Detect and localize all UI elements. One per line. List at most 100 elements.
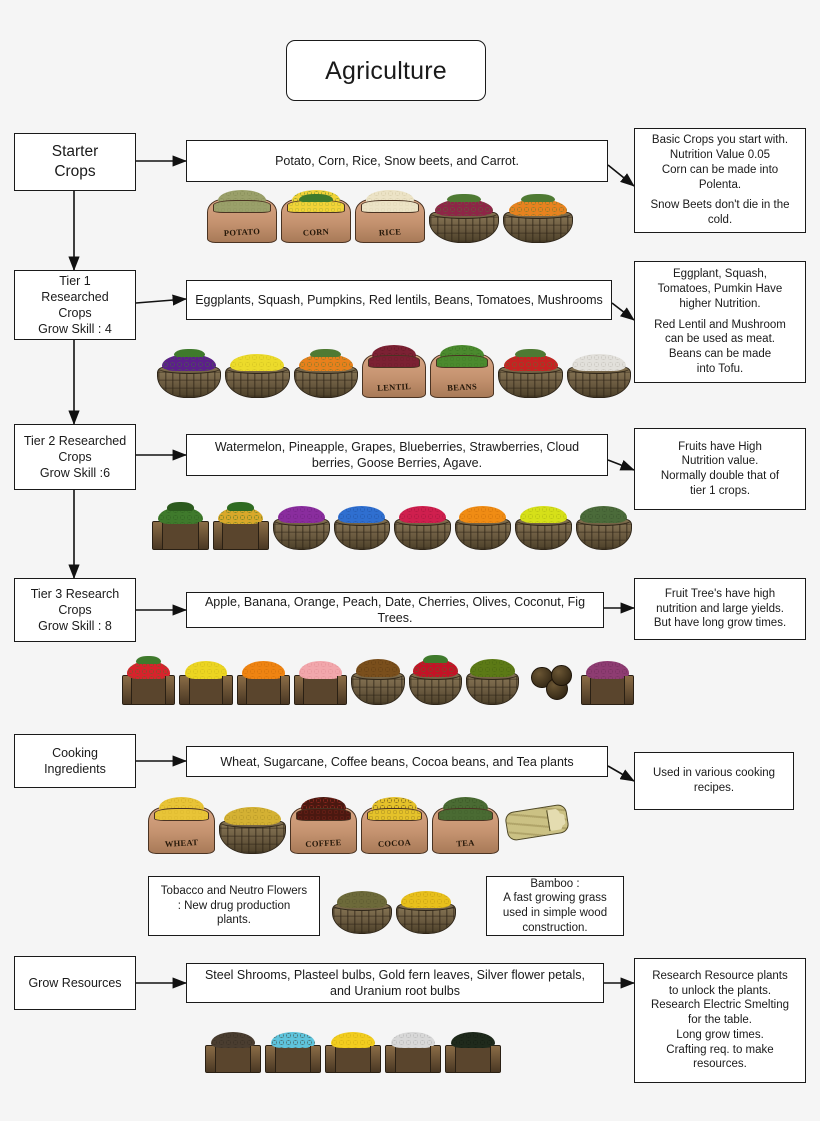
sprite-row-resources: [203, 1017, 503, 1073]
sack-mouth: [436, 354, 489, 368]
crop-sprite: [394, 492, 451, 550]
crop-sprite: [332, 878, 392, 934]
wire-cooking-note: [607, 765, 635, 782]
crate-slat: [370, 1046, 380, 1072]
stage-label-resources: Grow Resources: [28, 976, 122, 990]
crop-sprite: COFFEE: [290, 792, 357, 854]
bamboo-bundle-icon: [503, 803, 570, 843]
crop-sprite: COCOA: [361, 792, 428, 854]
basket-container-icon: [429, 211, 499, 243]
crate-container-icon: [385, 1045, 441, 1073]
sack-label: COCOA: [377, 836, 412, 849]
wire-tier1-note: [611, 302, 635, 321]
stage-box-resources[interactable]: Grow Resources: [14, 956, 136, 1010]
leaf-tuft-icon: [227, 502, 255, 511]
crop-sprite: LENTIL: [361, 340, 427, 398]
page-title-text: Agriculture: [325, 56, 447, 85]
produce-pile: [390, 1031, 436, 1049]
basket-container-icon: [351, 672, 405, 705]
crop-sprite: [503, 185, 573, 243]
note-paragraph: Basic Crops you start with.Nutrition Val…: [651, 134, 789, 191]
crate-container-icon: [179, 675, 233, 705]
basket-container-icon: [396, 903, 456, 934]
crop-sprite: [498, 340, 563, 398]
wire-tier2-note: [607, 459, 635, 471]
sack-mouth: [367, 354, 421, 368]
produce-pile: [508, 198, 568, 217]
note-text-tobacco: Tobacco and Neutro Flowers: New drug pro…: [160, 884, 308, 927]
sack-label: BEANS: [447, 381, 478, 393]
crop-sprite: [225, 340, 290, 398]
basket-container-icon: [465, 672, 520, 705]
sack-label: RICE: [378, 226, 402, 238]
crop-sprite: [515, 492, 572, 550]
crop-sprite: [212, 492, 269, 550]
crate-slat: [258, 522, 268, 549]
produce-pile: [224, 806, 281, 826]
note-box-tobacco: Tobacco and Neutro Flowers: New drug pro…: [148, 876, 320, 936]
crop-sprite: [408, 645, 462, 705]
crop-sprite: [273, 492, 330, 550]
basket-container-icon: [498, 366, 563, 398]
basket-container-icon: [566, 366, 631, 398]
crate-container-icon: [580, 675, 634, 705]
crop-list-tier3: Apple, Banana, Orange, Peach, Date, Cher…: [186, 592, 604, 628]
crop-sprite: [445, 1017, 501, 1073]
produce-pile: [470, 659, 516, 678]
produce-pile: [298, 353, 353, 372]
produce-pile: [127, 660, 170, 679]
produce-pile: [277, 505, 325, 524]
sack-label: TEA: [456, 837, 475, 849]
crop-sprite: [219, 792, 286, 854]
basket-container-icon: [293, 366, 358, 398]
crop-sprite: [351, 645, 405, 705]
crop-sprite: [523, 645, 576, 705]
crop-sprite: [333, 492, 390, 550]
produce-pile: [241, 660, 285, 679]
crop-sprite: [152, 492, 209, 550]
sack-container-icon: CORN: [281, 198, 351, 243]
coconut-icon: [550, 665, 572, 687]
sack-container-icon: RICE: [355, 198, 425, 243]
sack-container-icon: COFFEE: [290, 806, 357, 854]
produce-pile: [450, 1031, 496, 1049]
crate-container-icon: [265, 1045, 321, 1073]
produce-pile: [580, 505, 628, 524]
crop-sprite: [385, 1017, 441, 1073]
crop-list-tier1: Eggplants, Squash, Pumpkins, Red lentils…: [186, 280, 612, 320]
produce-pile: [157, 507, 203, 525]
sack-label: LENTIL: [376, 381, 412, 393]
produce-pile: [210, 1031, 256, 1049]
crop-list-text-tier1: Eggplants, Squash, Pumpkins, Red lentils…: [195, 293, 603, 307]
crop-sprite: [396, 878, 456, 934]
crop-sprite: [566, 340, 631, 398]
crop-list-text-tier2: Watermelon, Pineapple, Grapes, Blueberri…: [214, 440, 580, 470]
basket-container-icon: [394, 518, 451, 550]
crop-sprite: [575, 492, 632, 550]
wire-tier1-list: [135, 294, 187, 306]
crop-list-text-tier3: Apple, Banana, Orange, Peach, Date, Cher…: [204, 595, 586, 625]
sack-label: WHEAT: [164, 836, 199, 849]
basket-container-icon: [273, 518, 330, 550]
crate-slat: [490, 1046, 500, 1072]
stage-box-cooking[interactable]: Cooking Ingredients: [14, 734, 136, 788]
sack-mouth: [367, 807, 422, 822]
